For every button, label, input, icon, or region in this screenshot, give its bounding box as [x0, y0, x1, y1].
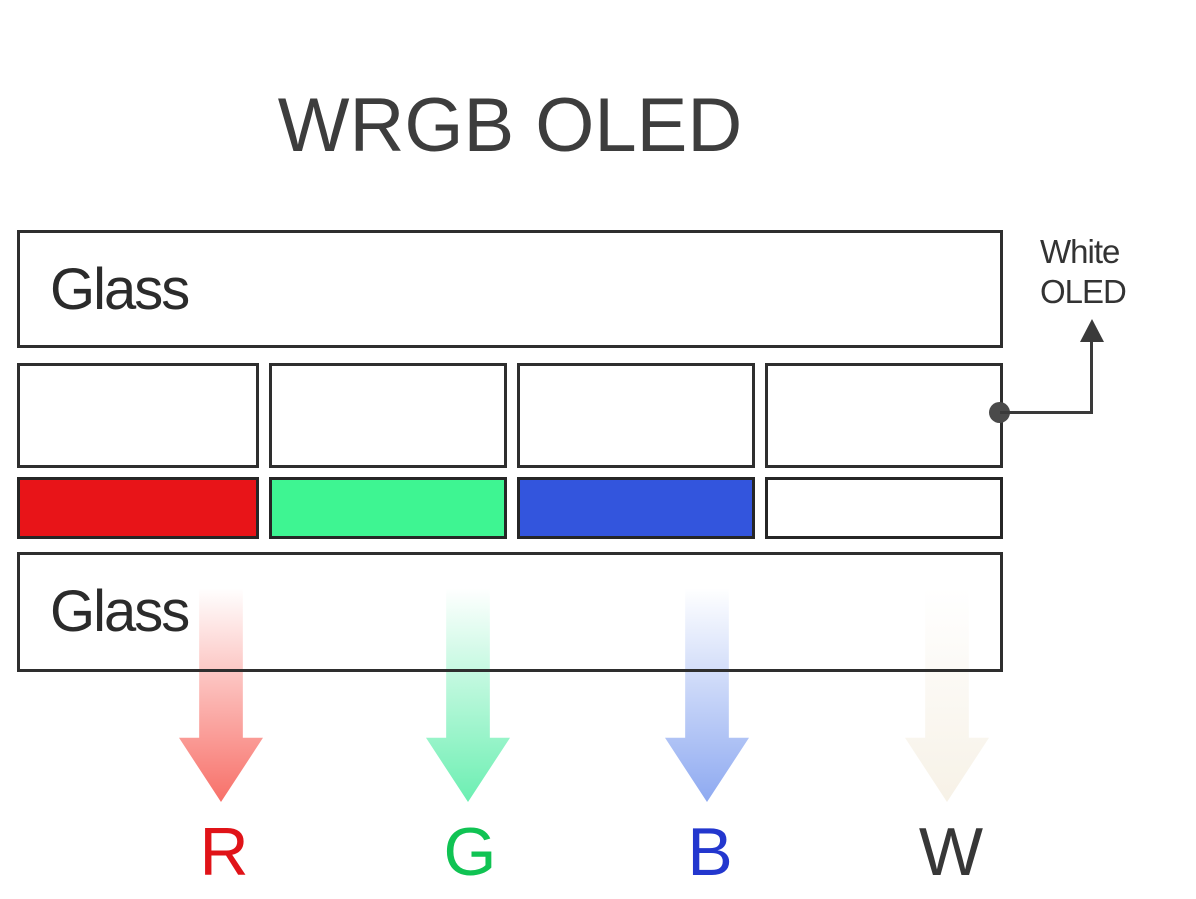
- legend-letter-g: G: [443, 814, 497, 890]
- annotation-line-1: White: [1040, 233, 1120, 270]
- white-oled-cell-2: [269, 363, 507, 468]
- white-oled-cell-3: [517, 363, 755, 468]
- diagram-title: WRGB OLED: [277, 83, 743, 168]
- connector-dot: [989, 402, 1010, 423]
- color-filter-red: [17, 477, 259, 539]
- color-filter-blue: [517, 477, 755, 539]
- legend-letter-b: B: [687, 814, 733, 890]
- legend-letter-r: R: [199, 814, 249, 890]
- top-glass-layer: Glass: [17, 230, 1003, 348]
- bottom-glass-layer: Glass: [17, 552, 1003, 672]
- legend-letter-w: W: [918, 814, 984, 890]
- white-oled-cell-4: [765, 363, 1003, 468]
- white-oled-cell-1: [17, 363, 259, 468]
- color-filter-white: [765, 477, 1003, 539]
- top-glass-label: Glass: [50, 257, 190, 322]
- connector-horizontal-line: [1000, 411, 1093, 414]
- connector-vertical-line: [1090, 340, 1093, 414]
- connector-arrowhead-icon: [1080, 319, 1104, 342]
- white-oled-annotation: White OLED: [1040, 232, 1127, 312]
- annotation-line-2: OLED: [1040, 273, 1127, 310]
- bottom-glass-label: Glass: [50, 579, 190, 644]
- color-filter-green: [269, 477, 507, 539]
